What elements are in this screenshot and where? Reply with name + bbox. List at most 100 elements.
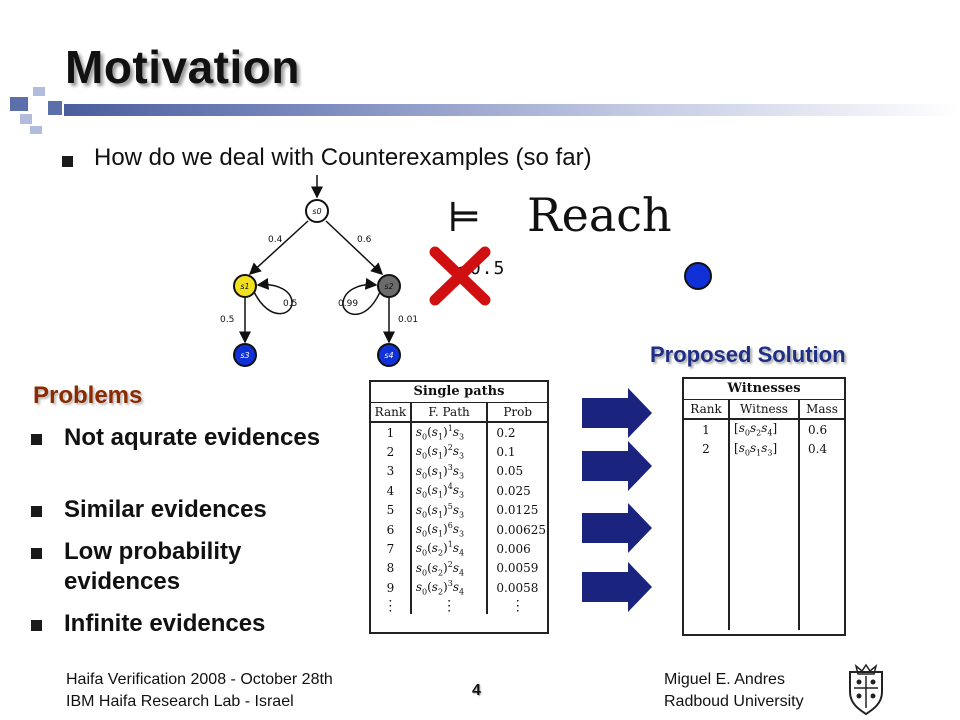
- path-cell: s0(s1)3s3: [410, 461, 489, 482]
- footer-event: Haifa Verification 2008 - October 28th: [66, 671, 333, 688]
- table-row: 2[s0s1s3] 0.4: [684, 439, 844, 459]
- rank-cell: 9: [371, 578, 412, 598]
- edge-label: 0.01: [398, 315, 418, 325]
- node-label-s2: s2: [384, 282, 393, 291]
- problem-item: Infinite evidences: [64, 610, 266, 637]
- prob-cell: 0.0058: [496, 580, 539, 595]
- ellipsis-cell: ⋮: [410, 597, 489, 614]
- node-s3: [233, 343, 257, 367]
- path-cell: s0(s1)4s3: [410, 481, 489, 501]
- prob-cell: 0.1: [496, 445, 516, 460]
- blue-state-icon: [684, 262, 712, 290]
- path-cell: s0(s1)1s3: [410, 422, 489, 443]
- prob-cell: 0.2: [496, 425, 516, 440]
- bullet-icon: [31, 548, 42, 559]
- problem-item: Similar evidences: [64, 496, 267, 523]
- path-cell: s0(s2)2s4: [410, 558, 489, 579]
- loop-s2: [342, 277, 381, 315]
- table-title: Single paths: [371, 382, 547, 403]
- university-seal-icon: [849, 663, 883, 716]
- arrow-icon: [582, 562, 652, 612]
- witness-cell: [s0s1s3]: [729, 439, 800, 459]
- rank-cell: 6: [371, 519, 412, 540]
- prob-cell: 0.00625: [496, 522, 546, 537]
- rank-cell: 4: [371, 481, 412, 501]
- ellipsis-cell: ⋮: [510, 597, 525, 614]
- edge-s0-s1: [248, 220, 309, 276]
- path-cell: s0(s1)6s3: [410, 519, 489, 540]
- bullet-icon: [62, 156, 73, 167]
- reach-text: Reach: [527, 188, 672, 242]
- footer-left: Haifa Verification 2008 - October 28th I…: [66, 669, 333, 713]
- path-cell: s0(s2)1s4: [410, 539, 489, 559]
- page-number: 4: [472, 682, 481, 699]
- edge-label: 0.4: [268, 235, 283, 245]
- column-header: Mass: [806, 402, 838, 416]
- table-title: Witnesses: [684, 379, 844, 400]
- arrow-icon: [582, 441, 652, 491]
- slide-title: Motivation: [65, 41, 300, 93]
- corner-square: [20, 114, 32, 124]
- corner-square: [48, 101, 62, 115]
- table-row: 1[s0s2s4] 0.6: [684, 419, 844, 439]
- mass-cell: 0.4: [808, 442, 828, 456]
- corner-square: [30, 126, 42, 134]
- column-header: Prob: [503, 405, 533, 419]
- rank-cell: 3: [371, 461, 412, 482]
- rank-cell: 7: [371, 539, 412, 559]
- rank-cell: 5: [371, 500, 412, 520]
- bullet-icon: [31, 506, 42, 517]
- rank-cell: 2: [684, 439, 730, 459]
- filler-cell: [799, 459, 844, 630]
- bullet-icon: [31, 620, 42, 631]
- column-header: Rank: [371, 403, 412, 422]
- rank-cell: 1: [371, 422, 412, 443]
- table-filler: [684, 459, 844, 630]
- node-label-s0: s0: [312, 207, 321, 216]
- problem-item: Not aqurate evidences: [64, 424, 321, 451]
- node-s0: [305, 199, 329, 223]
- prob-cell: 0.0059: [496, 561, 539, 576]
- rank-cell: 1: [684, 419, 730, 439]
- rank-cell: 8: [371, 558, 412, 579]
- edge-label: 0.6: [357, 235, 372, 245]
- footer-right: Miguel E. Andres Radboud University: [664, 669, 804, 713]
- footer-institution: Radboud University: [664, 693, 804, 710]
- edge-s0-s2: [325, 220, 384, 276]
- mass-cell: 0.6: [808, 422, 828, 437]
- node-label-s1: s1: [240, 282, 249, 291]
- arrow-icon: [582, 503, 652, 553]
- title-underline: [64, 104, 960, 116]
- prob-cell: 0.006: [496, 542, 531, 557]
- rank-cell: 2: [371, 442, 412, 462]
- prob-cell: 0.025: [496, 483, 531, 498]
- path-cell: s0(s1)2s3: [410, 442, 489, 462]
- node-s2: [377, 274, 401, 298]
- cross-icon: [429, 246, 491, 306]
- witnesses-table: Witnesses Rank Witness Mass 1[s0s2s4]0.6…: [682, 377, 846, 636]
- column-header: F. Path: [410, 403, 489, 422]
- prob-cell: 0.0125: [496, 503, 539, 518]
- edge-label: 0.99: [338, 299, 358, 309]
- proposed-solution-heading: Proposed Solution: [650, 342, 846, 367]
- witness-cell: [s0s2s4]: [729, 419, 800, 439]
- node-label-s3: s3: [240, 351, 249, 360]
- corner-square: [10, 97, 28, 111]
- node-label-s4: s4: [384, 351, 393, 360]
- intro-text: How do we deal with Counterexamples (so …: [94, 144, 592, 171]
- column-header: Witness: [729, 400, 800, 419]
- path-cell: s0(s2)3s4: [410, 578, 489, 598]
- path-cell: s0(s1)5s3: [410, 500, 489, 520]
- footer-venue: IBM Haifa Research Lab - Israel: [66, 693, 294, 710]
- footer-author: Miguel E. Andres: [664, 671, 785, 688]
